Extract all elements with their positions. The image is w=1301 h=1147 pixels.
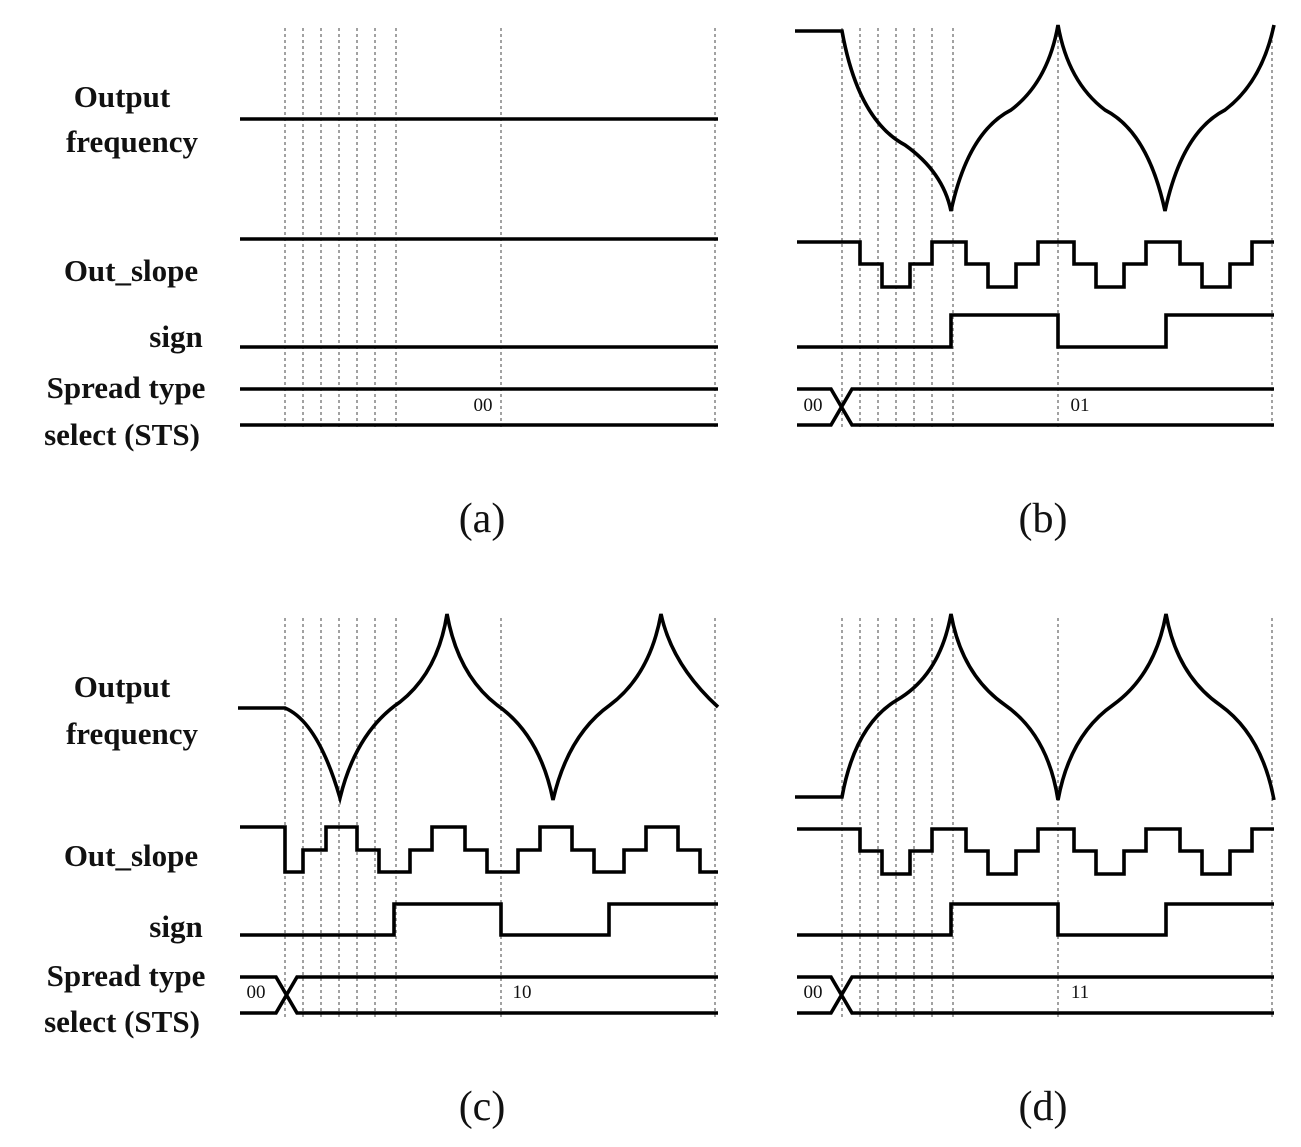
sts-bus: 00 01: [797, 387, 1274, 427]
sts-bus-initial-value: 00: [247, 982, 266, 1003]
sts-label-line2: select (STS): [44, 1004, 200, 1039]
sts-bus-value: 11: [1071, 982, 1089, 1003]
sts-bus-value: 10: [513, 982, 532, 1003]
output-frequency-trace: [238, 613, 720, 805]
panel-c-gridlines: [284, 618, 716, 1018]
sign-trace: [797, 313, 1274, 349]
sts-bus: 00 10: [240, 975, 718, 1015]
panel-caption: (d): [1019, 1084, 1068, 1130]
panel-b: 00 01 (b): [795, 24, 1276, 542]
sts-label-line2: select (STS): [44, 417, 200, 452]
out-slope-trace: [797, 240, 1274, 289]
out-slope-label: Out_slope: [64, 253, 198, 288]
output-frequency-trace: [795, 613, 1276, 801]
out-slope-label: Out_slope: [64, 838, 198, 873]
sts-bus: 00: [240, 387, 718, 427]
sts-bus-value: 01: [1071, 395, 1090, 416]
output-frequency-trace: [795, 24, 1276, 212]
sign-trace: [240, 902, 718, 937]
sign-label: sign: [149, 909, 202, 944]
panel-a: 00 (a): [240, 28, 718, 542]
sign-trace: [797, 902, 1274, 937]
sts-label-line1: Spread type: [47, 958, 206, 993]
panel-d-gridlines: [841, 618, 1273, 1018]
panel-c: 00 10 (c): [238, 613, 720, 1130]
output-frequency-label-line1: Output: [74, 79, 171, 114]
row-labels-bottom-left: Output frequency Out_slope sign Spread t…: [44, 669, 205, 1039]
sts-bus: 00 11: [797, 975, 1274, 1015]
panel-a-gridlines: [284, 28, 716, 430]
sts-bus-initial-value: 00: [804, 395, 823, 416]
sign-label: sign: [149, 319, 202, 354]
panel-caption: (a): [459, 496, 506, 542]
sts-bus-initial-value: 00: [804, 982, 823, 1003]
out-slope-trace: [240, 825, 718, 874]
sts-label-line1: Spread type: [47, 370, 206, 405]
row-labels-top-left: Output frequency Out_slope sign Spread t…: [44, 79, 205, 452]
out-slope-trace: [797, 827, 1274, 876]
panel-caption: (b): [1019, 496, 1068, 542]
output-frequency-label-line2: frequency: [66, 124, 199, 159]
output-frequency-label-line2: frequency: [66, 716, 199, 751]
panel-caption: (c): [459, 1084, 506, 1130]
panel-b-gridlines: [841, 28, 1273, 430]
output-frequency-label-line1: Output: [74, 669, 171, 704]
sts-bus-value: 00: [474, 395, 493, 416]
panel-d: 00 11 (d): [795, 613, 1276, 1130]
